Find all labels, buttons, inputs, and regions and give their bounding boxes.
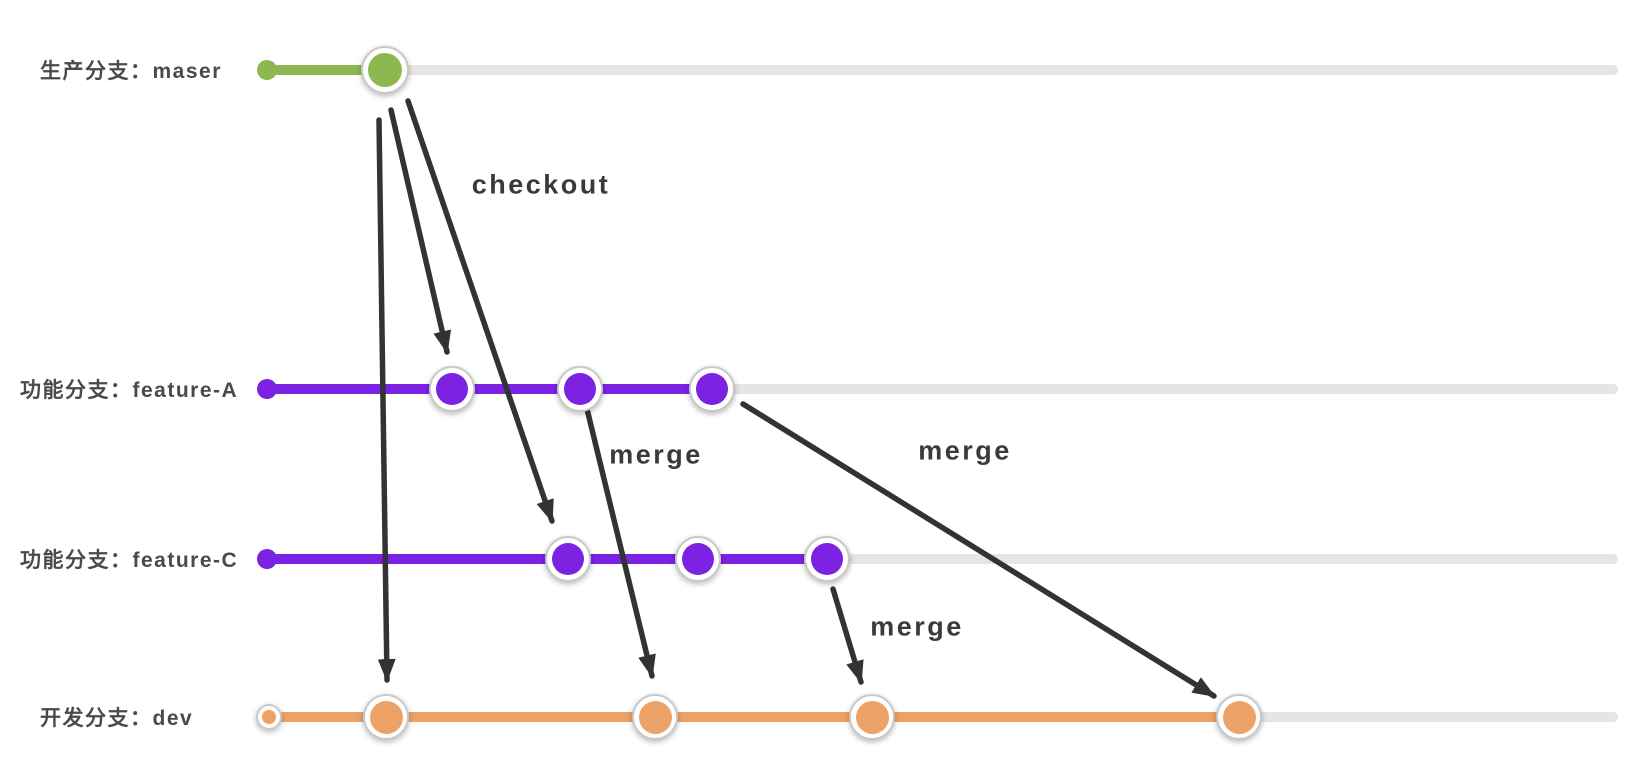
branch-start-dot-feature-a bbox=[257, 379, 277, 399]
commit-dot bbox=[682, 543, 714, 575]
branch-start-node-dev bbox=[256, 704, 282, 730]
commit-dot bbox=[436, 373, 468, 405]
branch-track-feature-a bbox=[712, 384, 1618, 394]
commit-node-dev-4 bbox=[1216, 694, 1262, 740]
action-label-merge-4: merge bbox=[870, 611, 964, 642]
branch-label-feature-c: 功能分支：feature-C bbox=[20, 549, 239, 572]
start-dot bbox=[262, 710, 276, 724]
branch-start-dot-feature-c bbox=[257, 549, 277, 569]
action-label-checkout-1: checkout bbox=[471, 169, 611, 200]
arrow-merge-feature-c-to-dev bbox=[830, 586, 864, 685]
commit-dot bbox=[1222, 700, 1256, 734]
commit-node-dev-1 bbox=[363, 694, 409, 740]
commit-node-feature-a-3 bbox=[689, 366, 735, 412]
commit-dot bbox=[811, 543, 843, 575]
commit-dot bbox=[552, 543, 584, 575]
commit-node-feature-c-1 bbox=[545, 536, 591, 582]
branch-line-master bbox=[267, 65, 385, 75]
branch-label-dev: 开发分支：dev bbox=[40, 707, 194, 730]
arrow-checkout-to-feature-c bbox=[405, 98, 555, 524]
action-label-merge-2: merge bbox=[609, 439, 703, 470]
branch-line-dev bbox=[269, 712, 1239, 722]
commit-dot bbox=[855, 700, 889, 734]
arrow-master-to-dev bbox=[376, 117, 396, 683]
commit-node-dev-2 bbox=[632, 694, 678, 740]
commit-dot bbox=[369, 700, 403, 734]
commit-dot bbox=[564, 373, 596, 405]
action-label-merge-3: merge bbox=[918, 435, 1012, 466]
branch-track-dev bbox=[1239, 712, 1618, 722]
branch-track-feature-c bbox=[827, 554, 1618, 564]
branch-track-master bbox=[385, 65, 1618, 75]
branch-label-master: 生产分支：maser bbox=[40, 60, 222, 83]
arrow-checkout-to-feature-a bbox=[388, 107, 452, 355]
commit-node-master-1 bbox=[361, 46, 409, 94]
commit-node-feature-a-2 bbox=[557, 366, 603, 412]
branch-label-feature-a: 功能分支：feature-A bbox=[20, 379, 239, 402]
commit-node-feature-c-3 bbox=[804, 536, 850, 582]
branch-start-dot-master bbox=[257, 60, 277, 80]
commit-dot bbox=[368, 53, 402, 87]
branch-line-feature-a bbox=[267, 384, 712, 394]
commit-node-dev-3 bbox=[849, 694, 895, 740]
commit-node-feature-a-1 bbox=[429, 366, 475, 412]
arrow-merge-feature-a-3-to-dev bbox=[740, 401, 1217, 699]
commit-node-feature-c-2 bbox=[675, 536, 721, 582]
commit-dot bbox=[638, 700, 672, 734]
arrow-merge-feature-a-to-dev bbox=[584, 406, 656, 679]
commit-dot bbox=[696, 373, 728, 405]
